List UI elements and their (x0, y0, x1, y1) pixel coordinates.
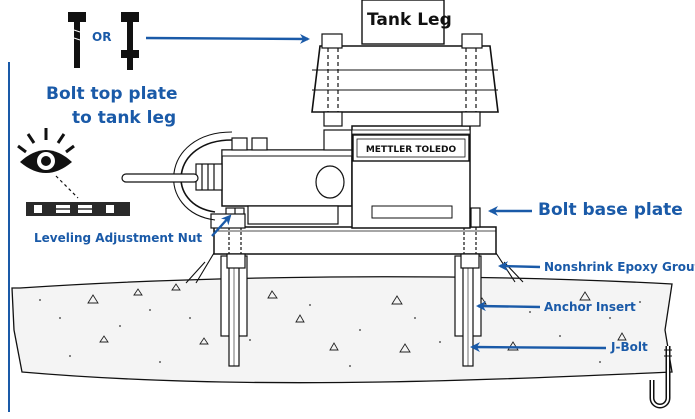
arrow-grout (498, 261, 541, 272)
bolt-top-plate-label-line2: to tank leg (72, 108, 177, 128)
cable-loop (180, 139, 233, 213)
tank-leg-label: Tank Leg (367, 10, 452, 30)
grout-label: Nonshrink Epoxy Grout (544, 260, 695, 274)
load-cell-cable (121, 173, 199, 183)
label-arrows (145, 33, 607, 353)
brand-text: METTLER TOLEDO (366, 145, 457, 155)
grout-left (185, 252, 215, 284)
top-bolts (321, 33, 483, 127)
anchor-insert-label: Anchor Insert (544, 300, 636, 314)
eye-icon (17, 128, 75, 173)
j-bolt-label: J-Bolt (611, 340, 648, 354)
brand-plate: METTLER TOLEDO (352, 134, 470, 162)
leveling-nut (210, 213, 246, 229)
concrete-speckles (39, 299, 641, 367)
level-gauge-icon (26, 202, 130, 216)
arrow-jbolt (470, 342, 607, 353)
bolt-icon (68, 12, 86, 68)
tank-leg (361, 0, 445, 45)
sight-line (55, 175, 79, 199)
arrow-tank-leg (145, 33, 310, 44)
arrow-leveling-nut (211, 214, 232, 237)
anchor-insert-left (220, 255, 248, 367)
cable-gland (195, 163, 223, 191)
arrow-anchor (476, 301, 541, 312)
base-plate (213, 226, 497, 255)
leveling-nut-label: Leveling Adjustment Nut (34, 231, 203, 245)
j-bolt-icon (649, 346, 672, 409)
concrete-foundation (11, 276, 673, 384)
bolt-top-plate-label-line1: Bolt top plate (46, 84, 178, 104)
or-label: OR (92, 30, 112, 44)
bolt-icon (121, 12, 139, 70)
top-plate (311, 45, 499, 113)
bolt-base-plate-label: Bolt base plate (538, 200, 683, 220)
